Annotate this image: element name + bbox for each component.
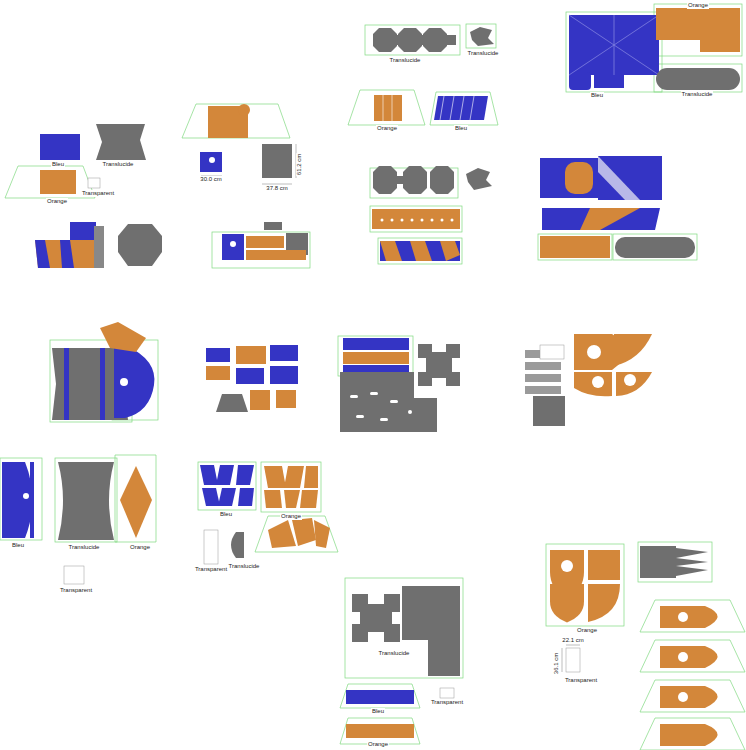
part-label: Orange xyxy=(367,741,389,748)
part-label: Bleu xyxy=(590,92,604,99)
part-label: Orange xyxy=(576,627,598,634)
part-label: Orange xyxy=(129,544,151,551)
part-label: Orange xyxy=(280,513,302,520)
part-label: 37.8 cm xyxy=(265,185,288,192)
part-label: Translucide xyxy=(681,91,714,98)
part-label: Bleu xyxy=(219,511,233,518)
part-label: 36.1 cm xyxy=(554,652,561,675)
part-label: Orange xyxy=(46,198,68,205)
part-label: Translucide xyxy=(378,650,411,657)
part-label: 61.2 cm xyxy=(297,153,304,176)
part-label: Transparent xyxy=(194,566,228,573)
part-label: Orange xyxy=(376,125,398,132)
part-label: 22.1 cm xyxy=(561,637,584,644)
part-label: Bleu xyxy=(371,708,385,715)
part-label: Transparent xyxy=(430,699,464,706)
part-label: Bleu xyxy=(11,542,25,549)
part-label: Translucide xyxy=(228,563,261,570)
part-label: Transparent xyxy=(81,190,115,197)
part-label: Transparent xyxy=(564,677,598,684)
part-label: Bleu xyxy=(51,161,65,168)
part-label: Orange xyxy=(687,2,709,9)
part-label: Translucide xyxy=(68,544,101,551)
part-label: Bleu xyxy=(454,125,468,132)
part-label: Translucide xyxy=(389,57,422,64)
part-label: Translucide xyxy=(102,161,135,168)
part-label: Translucide xyxy=(467,50,500,57)
part-label: Transparent xyxy=(59,587,93,594)
part-label: 30.0 cm xyxy=(199,176,222,183)
